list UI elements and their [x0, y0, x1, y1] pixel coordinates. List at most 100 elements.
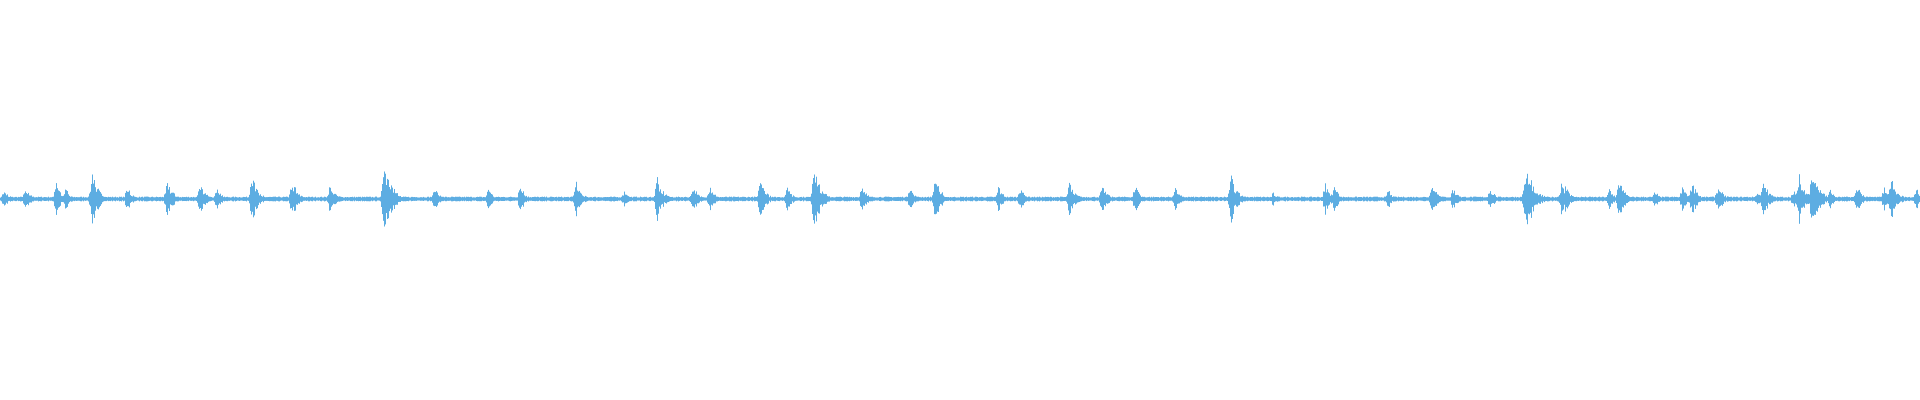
- waveform-bar: [1422, 197, 1423, 201]
- waveform-bar: [1022, 192, 1023, 206]
- waveform-bar: [470, 196, 471, 202]
- waveform-bar: [138, 197, 139, 201]
- waveform-bar: [634, 196, 635, 202]
- waveform-bar: [1155, 197, 1156, 201]
- waveform-bar: [732, 197, 733, 201]
- waveform-bar: [343, 197, 344, 201]
- waveform-bar: [1026, 196, 1027, 202]
- waveform-bar: [1810, 184, 1811, 214]
- waveform-bar: [1859, 189, 1860, 208]
- waveform-bar: [141, 196, 142, 202]
- waveform-bar: [1444, 196, 1445, 202]
- waveform-bar: [894, 197, 895, 201]
- waveform-bar: [928, 196, 929, 202]
- waveform-bar: [1569, 193, 1570, 205]
- waveform-bar: [972, 196, 973, 202]
- waveform-bar: [866, 193, 867, 205]
- waveform-bar: [1780, 196, 1781, 202]
- waveform-bar: [716, 196, 717, 202]
- waveform-bar: [1672, 196, 1673, 202]
- waveform-bar: [1557, 196, 1558, 202]
- waveform-bar: [394, 189, 395, 209]
- waveform-bar: [854, 197, 855, 201]
- waveform-bar: [943, 195, 944, 203]
- waveform-bar: [570, 196, 571, 202]
- waveform-bar: [883, 197, 884, 201]
- waveform-bar: [1042, 196, 1043, 202]
- waveform-bar: [895, 197, 896, 201]
- waveform-bar: [780, 197, 781, 201]
- waveform-bar: [1854, 195, 1855, 203]
- waveform-bar: [1249, 197, 1250, 201]
- waveform-bar: [615, 196, 616, 201]
- waveform-bar: [1831, 193, 1832, 205]
- waveform-bar: [10, 196, 11, 202]
- waveform-bar: [1003, 194, 1004, 204]
- waveform-bar: [1733, 196, 1734, 202]
- waveform-bar: [1632, 196, 1633, 202]
- waveform-bar: [506, 197, 507, 201]
- waveform-bar: [535, 196, 536, 202]
- waveform-bar: [594, 196, 595, 202]
- waveform-bar: [1585, 196, 1586, 202]
- waveform-bar: [710, 187, 711, 211]
- waveform-bar: [650, 196, 651, 202]
- waveform-bar: [282, 197, 283, 201]
- waveform-bar: [547, 197, 548, 201]
- waveform-bar: [724, 197, 725, 201]
- waveform-bar: [999, 188, 1000, 210]
- waveform-bar: [1331, 194, 1332, 204]
- waveform-bar: [1043, 197, 1044, 201]
- waveform-bar: [75, 197, 76, 201]
- waveform-bar: [17, 197, 18, 201]
- waveform-bar: [276, 197, 277, 201]
- waveform-bar: [803, 196, 804, 202]
- waveform-bar: [1063, 197, 1064, 201]
- waveform-bar: [760, 183, 761, 215]
- waveform-bar: [1349, 197, 1350, 201]
- waveform-bar: [1201, 196, 1202, 202]
- waveform-bar: [1779, 197, 1780, 201]
- waveform-bar: [1389, 191, 1390, 207]
- waveform-bar: [451, 196, 452, 202]
- waveform-bar: [262, 196, 263, 202]
- waveform-bar: [341, 196, 342, 202]
- waveform-bar: [1193, 196, 1194, 202]
- waveform-bar: [1053, 197, 1054, 201]
- waveform-bar: [1772, 195, 1773, 203]
- waveform-bar: [1777, 196, 1778, 202]
- waveform-bar: [1278, 196, 1279, 202]
- waveform-bar: [672, 196, 673, 201]
- waveform-bar: [28, 192, 29, 206]
- waveform-bar: [73, 197, 74, 201]
- waveform-bar: [1829, 191, 1830, 207]
- waveform-bar: [1218, 197, 1219, 201]
- waveform-bar: [1154, 197, 1155, 201]
- waveform-bar: [988, 196, 989, 202]
- waveform-bar: [1531, 180, 1532, 218]
- waveform-bar: [1832, 195, 1833, 203]
- waveform-bar: [1000, 194, 1001, 204]
- waveform-bar: [903, 197, 904, 201]
- waveform-bar: [1624, 193, 1625, 205]
- waveform-bar: [499, 197, 500, 201]
- waveform-bar: [1703, 197, 1704, 202]
- waveform-bar: [651, 197, 652, 201]
- waveform-bar: [851, 197, 852, 201]
- waveform-bar: [295, 187, 296, 211]
- waveform-bar: [1696, 192, 1697, 206]
- waveform-bar: [709, 192, 710, 206]
- waveform-bar: [1365, 197, 1366, 201]
- waveform-bar: [588, 197, 589, 201]
- waveform-bar: [775, 196, 776, 202]
- waveform-bar: [1274, 196, 1275, 203]
- waveform-bar: [44, 197, 45, 201]
- waveform-bar: [1421, 197, 1422, 201]
- waveform-bar: [1050, 196, 1051, 202]
- waveform-bar: [1100, 192, 1101, 206]
- waveform-bar: [1695, 189, 1696, 209]
- waveform-bar: [1443, 196, 1444, 202]
- waveform-bar: [630, 197, 631, 202]
